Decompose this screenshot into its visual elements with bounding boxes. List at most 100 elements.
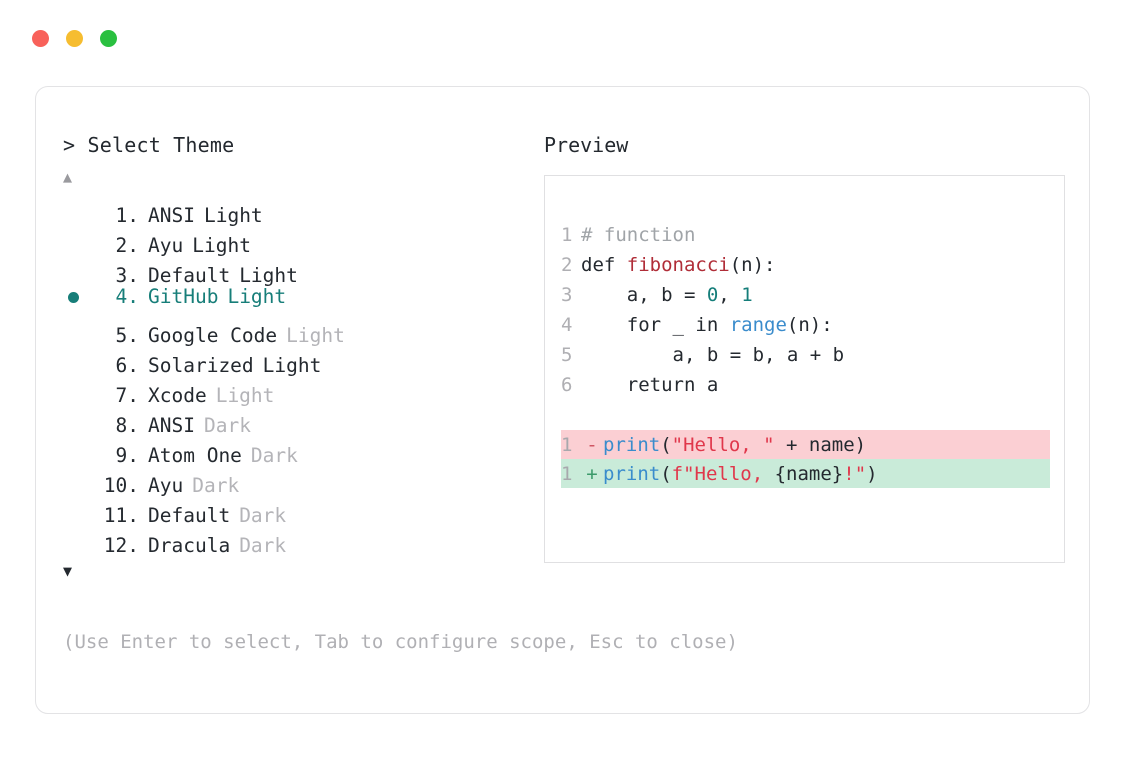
code-token: range <box>729 314 787 336</box>
diff-line-text: print(f"Hello, {name}!") <box>603 459 878 489</box>
code-token: (n): <box>786 314 833 336</box>
selection-bullet-cell <box>63 283 93 313</box>
code-line: 1# function <box>561 220 1064 250</box>
code-token: 0 <box>706 284 719 306</box>
diff-line-text: print("Hello, " + name) <box>603 430 866 460</box>
code-token: , <box>718 284 742 306</box>
page-title: Select Theme <box>87 133 235 157</box>
theme-item-index: 6. <box>115 354 139 377</box>
theme-item-name: Atom One <box>148 444 242 467</box>
code-token: 1 <box>741 284 753 306</box>
diff-line-number: 1 <box>561 463 573 485</box>
code-token: ( <box>660 463 672 485</box>
selection-bullet-cell <box>63 312 93 342</box>
code-token: print <box>603 463 661 485</box>
theme-item-index: 12. <box>103 534 139 557</box>
theme-item-index: 10. <box>103 474 139 497</box>
theme-item-index: 4. <box>115 285 139 308</box>
code-token: def <box>581 254 627 276</box>
code-token: a, b = <box>581 284 707 306</box>
code-token: !" <box>843 463 867 485</box>
selection-bullet-cell <box>63 252 93 282</box>
theme-item-name: Dracula <box>148 534 231 557</box>
close-button[interactable] <box>32 30 49 47</box>
code-line: 5 a, b = b, a + b <box>561 340 1064 370</box>
theme-item-variant: Light <box>262 354 322 377</box>
theme-item-name: Ayu <box>148 234 184 257</box>
theme-item-name: ANSI <box>148 204 195 227</box>
theme-item-name: Ayu <box>148 474 184 497</box>
theme-item-index: 8. <box>115 414 139 437</box>
theme-item-variant: Dark <box>250 444 298 467</box>
theme-item-name: Xcode <box>148 384 207 407</box>
selection-bullet-cell <box>63 222 93 252</box>
selected-bullet-icon <box>68 292 79 303</box>
scroll-up-arrow-icon[interactable]: ▲ <box>63 168 73 186</box>
diff-line-removed: 1-print("Hello, " + name) <box>561 430 1050 459</box>
theme-item-variant: Light <box>286 324 345 347</box>
code-token: a, b = b, a + b <box>581 344 845 366</box>
code-line-number: 4 <box>561 314 573 336</box>
theme-item-variant: Light <box>239 264 298 287</box>
theme-item-name: Default <box>148 504 231 527</box>
code-line: 6 return a <box>561 370 1064 400</box>
theme-list-item[interactable]: 12. Dracula Dark <box>63 522 533 557</box>
theme-item-variant: Dark <box>203 414 251 437</box>
theme-item-variant: Light <box>192 234 251 257</box>
code-line-number: 3 <box>561 284 573 306</box>
code-line-text: # function <box>581 220 695 250</box>
theme-list-item[interactable]: 9. Atom One Dark <box>63 432 533 467</box>
theme-item-index: 2. <box>115 234 139 257</box>
theme-item-name: Default <box>148 264 231 287</box>
theme-item-variant: Light <box>227 285 287 308</box>
code-token: {name} <box>774 463 844 485</box>
maximize-button[interactable] <box>100 30 117 47</box>
code-token: # function <box>581 224 696 246</box>
code-line-text: a, b = 0, 1 <box>581 280 753 310</box>
diff-sample: 1-print("Hello, " + name)1+print(f"Hello… <box>561 430 1050 488</box>
code-token: + name) <box>774 434 867 456</box>
theme-item-index: 9. <box>115 444 139 467</box>
code-line-text: def fibonacci(n): <box>581 250 775 280</box>
theme-item-name: Google Code <box>148 324 278 347</box>
keyboard-hint: (Use Enter to select, Tab to configure s… <box>63 631 738 653</box>
diff-line-number: 1 <box>561 434 573 456</box>
minimize-button[interactable] <box>66 30 83 47</box>
selection-bullet-cell <box>63 432 93 462</box>
theme-item-variant: Dark <box>239 534 287 557</box>
code-token: for _ in <box>581 314 730 336</box>
code-line: 3 a, b = 0, 1 <box>561 280 1064 310</box>
theme-list-item[interactable]: 10. Ayu Dark <box>63 462 533 497</box>
code-line-text: for _ in range(n): <box>581 310 833 340</box>
selection-bullet-cell <box>63 372 93 402</box>
scroll-down-arrow-icon[interactable]: ▼ <box>63 562 73 580</box>
selection-bullet-cell <box>63 492 93 522</box>
theme-list-item[interactable]: 2. Ayu Light <box>63 222 533 257</box>
code-line-text: return a <box>581 370 719 400</box>
selection-bullet-cell <box>63 402 93 432</box>
selection-bullet-cell <box>63 462 93 492</box>
code-line-number: 5 <box>561 344 573 366</box>
preview-label: Preview <box>544 133 629 157</box>
diff-marker: - <box>586 434 598 456</box>
selection-bullet-cell <box>63 342 93 372</box>
diff-line-added: 1+print(f"Hello, {name}!") <box>561 459 1050 488</box>
theme-item-variant: Dark <box>192 474 240 497</box>
code-token: fibonacci <box>626 254 730 276</box>
theme-item-index: 11. <box>103 504 139 527</box>
code-token: return a <box>581 374 719 396</box>
code-token: "Hello, " <box>671 434 775 456</box>
